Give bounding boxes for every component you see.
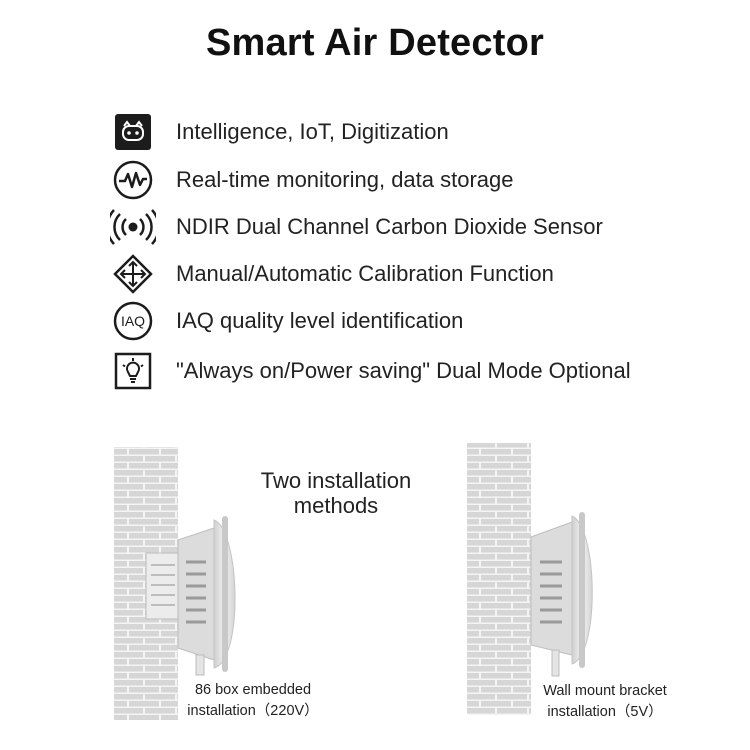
feature-dual-mode: "Always on/Power saving" Dual Mode Optio… <box>110 349 631 393</box>
feature-monitoring: Real-time monitoring, data storage <box>110 158 514 202</box>
installation-heading: Two installation methods <box>260 468 412 518</box>
feature-label: NDIR Dual Channel Carbon Dioxide Sensor <box>176 214 603 239</box>
embedded-86-box <box>145 552 181 620</box>
feature-label: Real-time monitoring, data storage <box>176 167 514 192</box>
caption-line-2: installation（220V） <box>187 703 319 719</box>
feature-sensor: NDIR Dual Channel Carbon Dioxide Sensor <box>110 205 603 249</box>
calibration-arrows-icon <box>110 252 156 296</box>
feature-iaq: IAQ IAQ quality level identification <box>110 299 463 343</box>
air-detector-device-bracket <box>530 512 593 677</box>
iaq-badge-text: IAQ <box>120 313 146 329</box>
feature-calibration: Manual/Automatic Calibration Function <box>110 252 554 296</box>
radio-signal-icon <box>110 205 156 249</box>
caption-method-2: Wall mount bracket installation（5V） <box>530 681 680 723</box>
air-detector-device-embedded <box>177 516 236 676</box>
robot-face-icon <box>110 110 156 154</box>
feature-label: Manual/Automatic Calibration Function <box>176 261 554 286</box>
page-title: Smart Air Detector <box>206 22 544 64</box>
feature-label: "Always on/Power saving" Dual Mode Optio… <box>176 358 631 383</box>
iaq-badge-icon: IAQ <box>110 299 156 343</box>
caption-line-1: Wall mount bracket <box>543 683 667 699</box>
caption-line-2: installation（5V） <box>547 704 663 720</box>
bulb-icon <box>110 349 156 393</box>
caption-line-1: 86 box embedded <box>194 682 312 698</box>
brick-wall-right <box>467 443 531 715</box>
feature-label: Intelligence, IoT, Digitization <box>176 119 449 144</box>
caption-method-1: 86 box embedded installation（220V） <box>178 680 328 722</box>
feature-intelligence: Intelligence, IoT, Digitization <box>110 110 449 154</box>
feature-label: IAQ quality level identification <box>176 308 464 333</box>
pulse-wave-icon <box>110 158 156 202</box>
